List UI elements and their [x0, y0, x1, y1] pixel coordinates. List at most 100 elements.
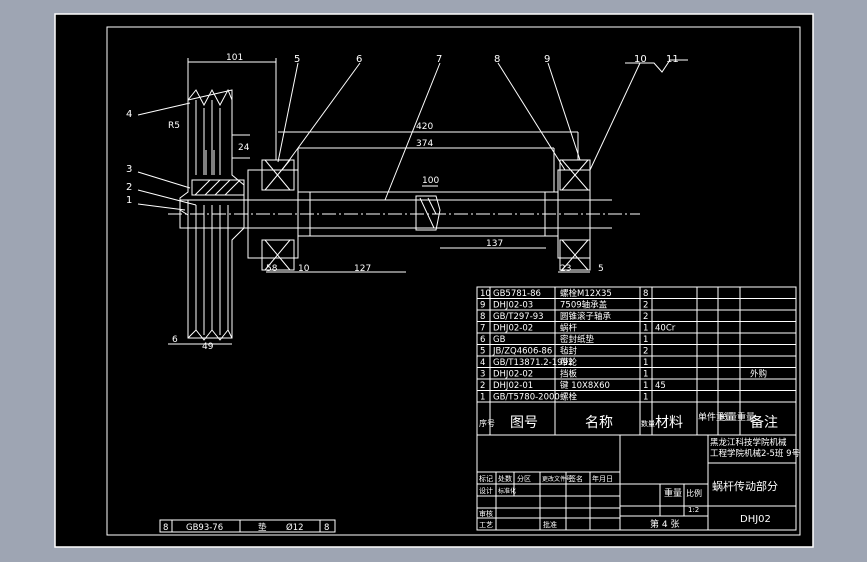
- assembly-view: [137, 58, 688, 345]
- parts-cell-qty: 1: [643, 370, 648, 380]
- scale-value: 1:2: [688, 506, 699, 514]
- drawing-title: 蜗杆传动部分: [712, 479, 778, 493]
- dim-49: 49: [202, 342, 214, 352]
- header-no: 序号: [479, 418, 495, 428]
- drawing-number: DHJ02: [740, 514, 771, 525]
- strip-no: 8: [163, 523, 168, 533]
- header-qty: 数量: [641, 419, 655, 428]
- parts-cell-no: 2: [480, 381, 485, 391]
- tb-count: 处数: [498, 474, 512, 483]
- tb-date: 年月日: [592, 474, 613, 483]
- scale-label: 比例: [686, 488, 702, 498]
- balloon-9: 9: [544, 54, 550, 65]
- tb-standardize: 标准化: [498, 487, 516, 495]
- header-total-weight: 总量重量: [719, 411, 755, 423]
- header-unit-weight: 单件重量: [698, 411, 734, 423]
- drawing-frame: [106, 26, 801, 536]
- bottom-strip: [159, 519, 336, 533]
- parts-cell-qty: 1: [643, 381, 648, 391]
- parts-cell-material: 45: [655, 381, 666, 391]
- dim-24: 24: [238, 143, 250, 153]
- tb-approve: 批准: [543, 520, 557, 529]
- dim-r85: R5: [168, 121, 180, 131]
- parts-cell-qty: 1: [643, 324, 648, 334]
- parts-cell-name: 密封纸垫: [560, 334, 595, 345]
- sheet-label: 第 4 张: [650, 518, 679, 530]
- balloon-5: 5: [294, 54, 300, 65]
- tb-zone: 分区: [517, 474, 531, 483]
- dim-100: 100: [422, 176, 439, 186]
- balloon-7: 7: [436, 54, 442, 65]
- parts-cell-code: GB/T13871.2-1992: [493, 358, 573, 368]
- tb-change-doc: 更改文件号: [542, 475, 572, 483]
- parts-cell-name: 7509轴承盖: [560, 300, 608, 311]
- parts-cell-name: 键 10X8X60: [560, 380, 610, 391]
- header-material: 材料: [655, 415, 683, 431]
- dim-374: 374: [416, 139, 433, 149]
- tb-marks: 标记: [479, 474, 493, 483]
- parts-cell-code: DHJ02-02: [493, 370, 533, 380]
- parts-cell-qty: 8: [643, 289, 648, 299]
- parts-cell-code: DHJ02-02: [493, 324, 533, 334]
- balloon-2: 2: [126, 182, 132, 193]
- header-code: 图号: [510, 415, 538, 431]
- tb-review: 审核: [479, 509, 493, 518]
- parts-header: 序号 图号 名称 数量 材料 单件重量 总量重量 备注: [479, 411, 778, 431]
- strip-qty: 8: [324, 523, 329, 533]
- parts-cell-no: 7: [480, 324, 485, 334]
- dim-6: 6: [172, 335, 178, 345]
- dim-420: 420: [416, 122, 433, 132]
- parts-cell-qty: 2: [643, 301, 648, 311]
- balloon-8: 8: [494, 54, 500, 65]
- parts-cell-remark: 外购: [750, 369, 767, 380]
- parts-cell-qty: 2: [643, 347, 648, 357]
- balloon-3: 3: [126, 164, 132, 175]
- parts-cell-code: GB/T297-93: [493, 312, 544, 322]
- header-name: 名称: [585, 415, 613, 431]
- title-block-text: 黑龙江科技学院机械 工程学院机械2-5班 9号 蜗杆传动部分 DHJ02 重量 …: [479, 437, 800, 530]
- weight-label: 重量: [664, 487, 682, 499]
- dim-127: 127: [354, 264, 371, 274]
- parts-cell-no: 5: [480, 347, 485, 357]
- balloon-6: 6: [356, 54, 362, 65]
- parts-cell-no: 4: [480, 358, 485, 368]
- parts-cell-qty: 1: [643, 335, 648, 345]
- tb-process: 工艺: [479, 521, 493, 529]
- strip-name: 垫: [258, 522, 267, 533]
- dim-10: 10: [298, 264, 310, 274]
- parts-cell-qty: 1: [643, 358, 648, 368]
- parts-cell-name: 螺栓M12X35: [560, 288, 612, 299]
- parts-cell-code: GB5781-86: [493, 289, 541, 299]
- school-line2: 工程学院机械2-5班 9号: [710, 448, 800, 459]
- balloon-1: 1: [126, 195, 132, 206]
- tb-signature: 签名: [569, 474, 583, 483]
- parts-cell-no: 6: [480, 335, 485, 345]
- parts-cell-no: 10: [480, 289, 491, 299]
- parts-cell-code: DHJ02-01: [493, 381, 533, 391]
- dim-101: 101: [226, 53, 243, 63]
- dim-5: 5: [598, 264, 604, 274]
- parts-cell-name: 挡板: [560, 369, 578, 380]
- tb-design: 设计: [479, 486, 493, 495]
- bottom-strip-text: 8 GB93-76 垫 Ø12 8: [163, 522, 329, 533]
- balloon-labels: 1 2 3 4 5 6 7 8 9 10 11: [126, 54, 679, 206]
- parts-cell-name: 圆锥滚子轴承: [560, 311, 612, 322]
- parts-cell-no: 1: [480, 393, 485, 403]
- parts-cell-no: 3: [480, 370, 485, 380]
- parts-cell-name: 螺栓: [560, 392, 578, 403]
- parts-cell-name: 蜗杆: [560, 323, 578, 334]
- parts-cell-no: 8: [480, 312, 485, 322]
- dim-58: 58: [266, 264, 278, 274]
- parts-cell-qty: 2: [643, 312, 648, 322]
- parts-cell-code: DHJ02-03: [493, 301, 533, 311]
- parts-cell-code: JB/ZQ4606-86: [492, 347, 552, 357]
- balloon-11: 11: [666, 54, 679, 65]
- balloon-10: 10: [634, 54, 647, 65]
- parts-cell-no: 9: [480, 301, 485, 311]
- parts-cell-code: GB/T5780-2000: [493, 393, 560, 403]
- dim-137: 137: [486, 239, 503, 249]
- drawing-sheet: [54, 13, 814, 548]
- parts-cell-code: GB: [493, 335, 506, 345]
